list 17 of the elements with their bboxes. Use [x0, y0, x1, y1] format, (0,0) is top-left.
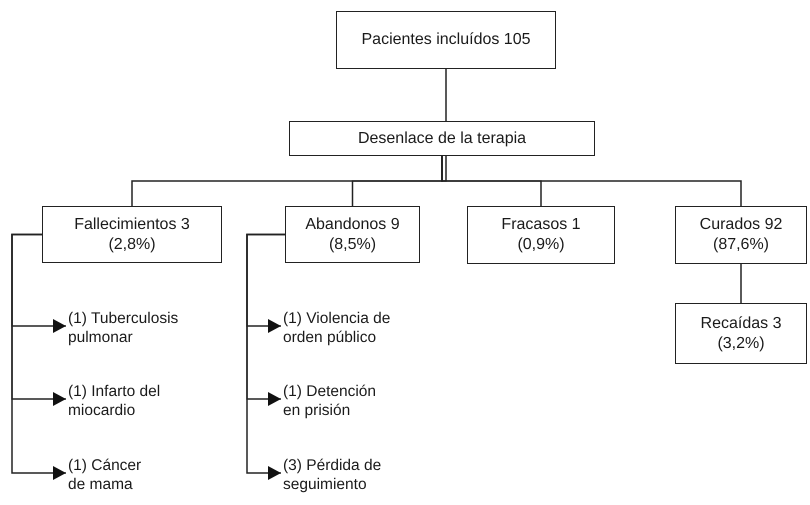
process-box: Curados 92 (87,6%) [675, 206, 807, 264]
process-box: Fracasos 1 (0,9%) [467, 206, 615, 264]
outcome-text: (1) Detención en prisión [283, 382, 395, 422]
connector-line [740, 264, 742, 303]
outcome-text: (1) Cáncer de mama [68, 456, 160, 496]
outcome-text: (1) Infarto del miocardio [68, 382, 193, 422]
process-box: Pacientes incluídos 105 [336, 11, 556, 69]
arrow [11, 234, 66, 480]
process-box: Desenlace de la terapia [289, 121, 595, 156]
connector-line [441, 156, 742, 206]
process-box: Abandonos 9 (8,5%) [285, 206, 420, 263]
process-box: Recaídas 3 (3,2%) [675, 303, 807, 364]
arrow [246, 234, 285, 480]
process-box: Fallecimientos 3 (2,8%) [42, 206, 222, 263]
outcome-text: (3) Pérdida de seguimiento [283, 456, 395, 496]
outcome-text: (1) Tuberculosis pulmonar [68, 309, 193, 349]
outcome-text: (1) Violencia de orden público [283, 309, 408, 349]
